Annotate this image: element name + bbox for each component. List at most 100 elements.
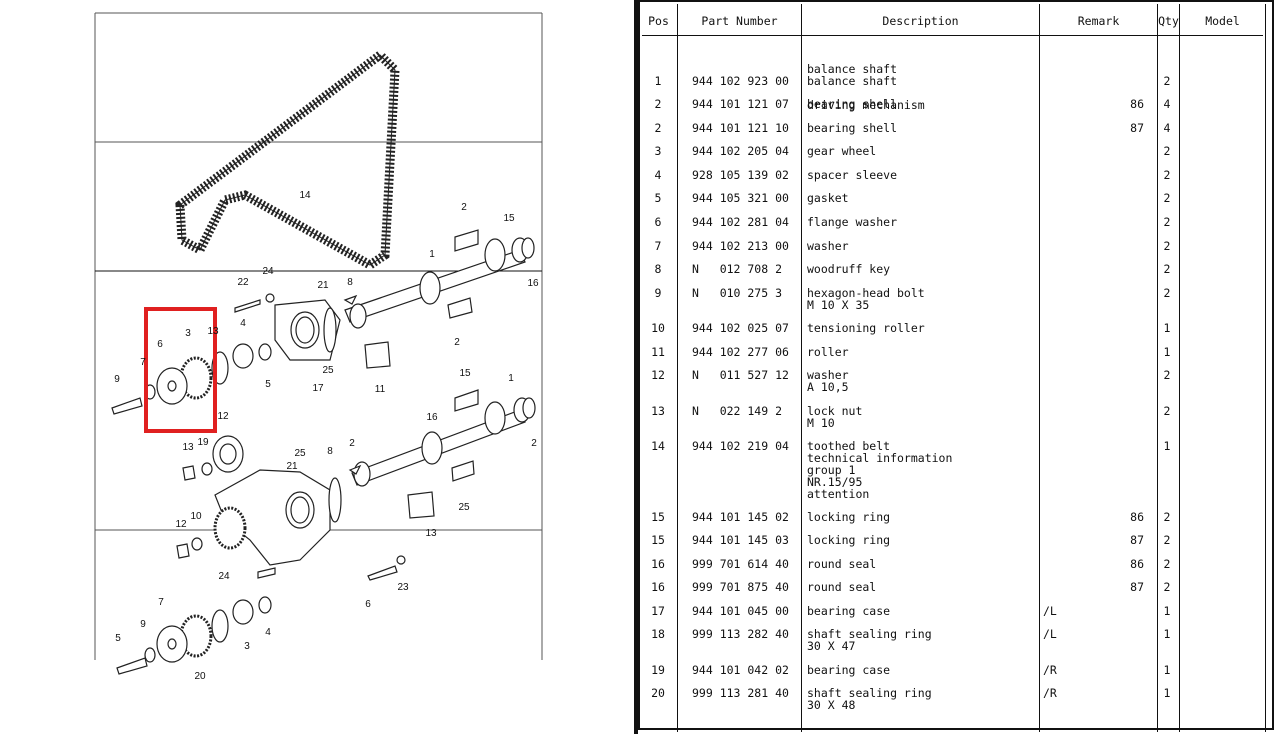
callout-number: 5: [115, 633, 121, 644]
cell-description: locking ring: [807, 534, 890, 546]
cell-remark: 87: [1130, 121, 1144, 135]
group-title-line: balance shaft: [807, 62, 898, 76]
callout-number: 19: [197, 437, 209, 448]
cell-description: flange washer: [807, 216, 897, 228]
cell-qty: 2: [1163, 74, 1171, 88]
cell-part-number: 944 102 281 04: [692, 215, 789, 229]
cell-part-number: 944 102 923 00: [692, 74, 789, 88]
cell-pos: 3: [654, 144, 662, 158]
cell-qty: 2: [1163, 368, 1171, 382]
description-line: round seal: [807, 580, 877, 594]
cell-part-number: 999 701 875 40: [692, 580, 789, 594]
panel-divider: [634, 0, 638, 734]
cell-remark: /L: [1043, 627, 1057, 641]
cell-remark: /R: [1043, 686, 1057, 700]
callout-number: 8: [347, 277, 353, 288]
cell-description: bearing shell: [807, 98, 897, 110]
cell-description: bearing case: [807, 664, 890, 676]
description-line: washer: [807, 368, 849, 382]
description-line: round seal: [807, 557, 877, 571]
description-line: 30 X 48: [807, 698, 856, 712]
cell-description: gasket: [807, 192, 849, 204]
cell-qty: 2: [1163, 286, 1171, 300]
cell-pos: 16: [651, 580, 665, 594]
cell-qty: 1: [1163, 345, 1171, 359]
cell-part-number: 944 102 219 04: [692, 439, 789, 453]
description-line: flange washer: [807, 215, 898, 229]
callout-number: 12: [175, 519, 187, 530]
cell-qty: 2: [1163, 215, 1171, 229]
callout-number: 8: [327, 446, 333, 457]
cell-qty: 2: [1163, 533, 1171, 547]
cell-qty: 1: [1163, 604, 1171, 618]
cell-pos: 15: [651, 533, 665, 547]
cell-pos: 14: [651, 439, 665, 453]
description-line: shaft sealing ring: [807, 627, 932, 641]
callout-number: 10: [190, 511, 202, 522]
cell-part-number: 944 102 205 04: [692, 144, 789, 158]
cell-qty: 2: [1163, 557, 1171, 571]
description-line: 30 X 47: [807, 639, 856, 653]
callout-number: 2: [531, 438, 537, 449]
cell-remark: /R: [1043, 663, 1057, 677]
cell-qty: 1: [1163, 686, 1171, 700]
description-line: locking ring: [807, 533, 891, 547]
description-line: group 1: [807, 463, 856, 477]
callout-number: 22: [237, 277, 249, 288]
callout-number: 12: [217, 411, 229, 422]
cell-description: round seal: [807, 558, 876, 570]
callout-number: 1: [429, 249, 435, 260]
description-line: A 10,5: [807, 380, 849, 394]
cell-qty: 4: [1163, 97, 1171, 111]
cell-pos: 2: [654, 97, 662, 111]
cell-qty: 2: [1163, 510, 1171, 524]
cell-part-number: N 012 708 2: [692, 262, 783, 276]
callout-number: 13: [182, 442, 194, 453]
cell-remark: /L: [1043, 604, 1057, 618]
cell-pos: 15: [651, 510, 665, 524]
callout-number: 7: [140, 357, 146, 368]
description-line: NR.15/95: [807, 475, 863, 489]
cell-pos: 17: [651, 604, 665, 618]
callout-number: 1: [508, 373, 514, 384]
callout-number: 16: [527, 278, 539, 289]
description-line: bearing shell: [807, 97, 898, 111]
callout-number: 7: [158, 597, 164, 608]
cell-remark: 87: [1130, 580, 1144, 594]
description-line: M 10: [807, 416, 835, 430]
cell-pos: 19: [651, 663, 665, 677]
lower-shaft-drawing: [116, 389, 536, 675]
cell-part-number: N 010 275 3: [692, 286, 783, 300]
cell-pos: 18: [651, 627, 665, 641]
cell-pos: 8: [654, 262, 662, 276]
description-line: gasket: [807, 191, 849, 205]
callout-number: 15: [459, 368, 471, 379]
cell-qty: 2: [1163, 580, 1171, 594]
cell-description: locking ring: [807, 511, 890, 523]
cell-description: bearing case: [807, 605, 890, 617]
cell-remark: 86: [1130, 557, 1144, 571]
cell-part-number: 944 101 121 07: [692, 97, 789, 111]
cell-part-number: 928 105 139 02: [692, 168, 789, 182]
description-line: bearing shell: [807, 121, 898, 135]
cell-qty: 2: [1163, 262, 1171, 276]
description-line: locking ring: [807, 510, 891, 524]
cell-qty: 2: [1163, 168, 1171, 182]
toothed-belt-drawing: [175, 49, 400, 271]
description-line: gear wheel: [807, 144, 877, 158]
callout-number: 21: [286, 461, 298, 472]
callout-number: 23: [397, 582, 409, 593]
cell-part-number: N 022 149 2: [692, 404, 783, 418]
cell-qty: 4: [1163, 121, 1171, 135]
cell-part-number: 944 102 277 06: [692, 345, 789, 359]
callout-number: 13: [207, 326, 219, 337]
cell-qty: 2: [1163, 404, 1171, 418]
callout-number: 25: [294, 448, 306, 459]
cell-part-number: 999 701 614 40: [692, 557, 789, 571]
